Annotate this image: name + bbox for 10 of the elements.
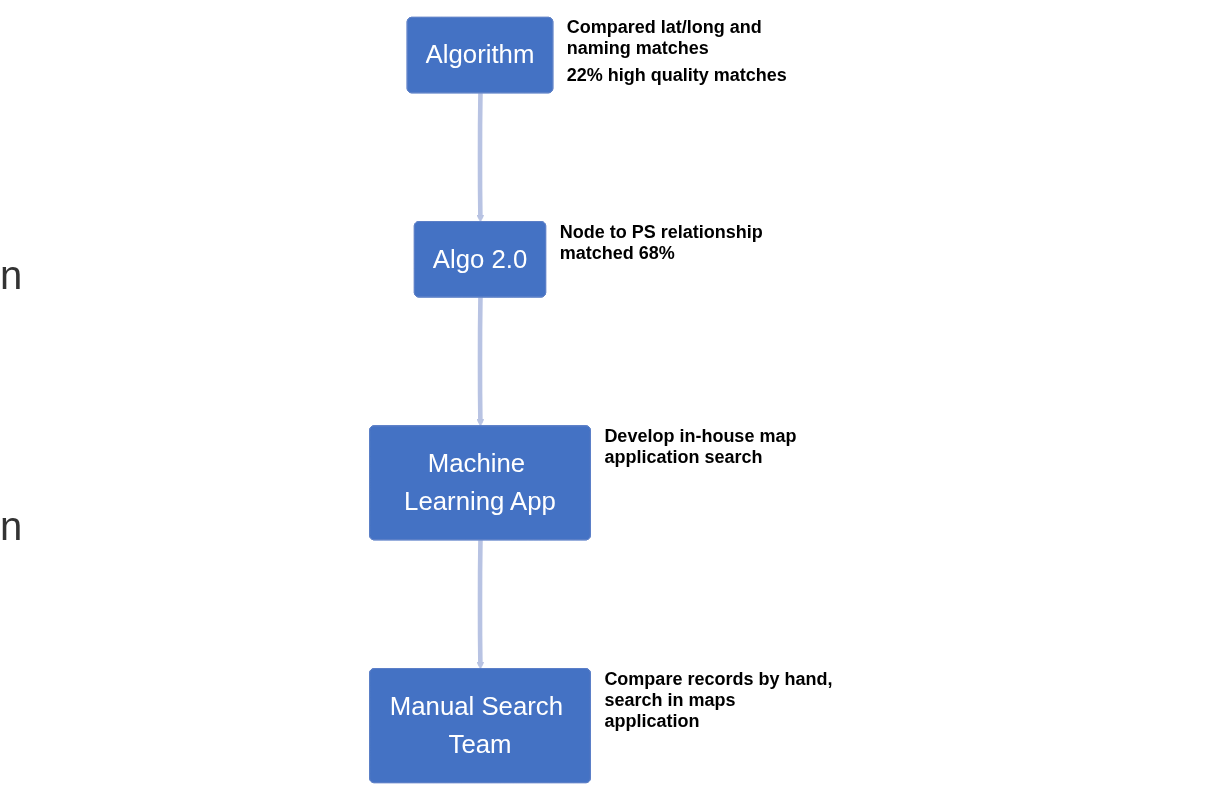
arrow — [476, 297, 485, 427]
bullet-note: Compare records by hand, search in maps application — [604, 668, 834, 732]
arrow — [476, 540, 485, 670]
text-fragment: n — [0, 253, 24, 298]
bullet-note: Compared lat/long and naming matches — [566, 17, 763, 60]
bullet-note: 22% high quality matches — [566, 65, 788, 87]
bullet-note: Node to PS relationship matched 68% — [559, 221, 764, 264]
text-fragment: n — [0, 504, 24, 549]
bullet-note: Develop in-house map application search — [604, 425, 798, 468]
arrow — [476, 93, 485, 223]
